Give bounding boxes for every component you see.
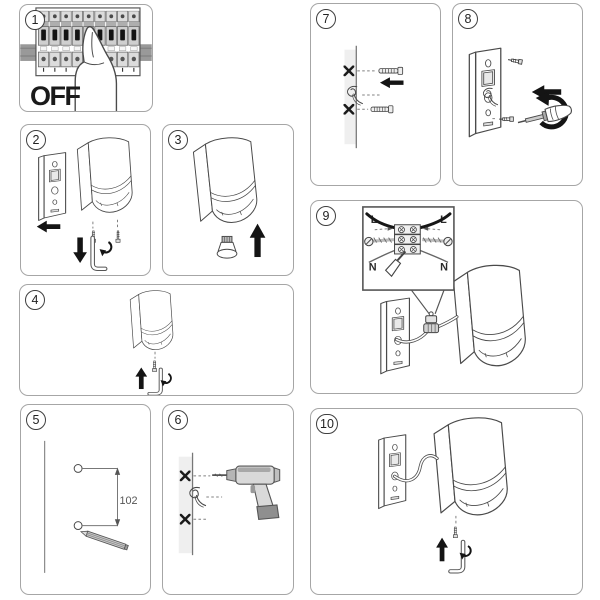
- fixture-icon: [129, 289, 175, 352]
- wall-anchor-icon: [378, 66, 404, 75]
- step-2-badge: 2: [26, 130, 46, 150]
- step-3-badge: 3: [168, 130, 188, 150]
- step-1-illustration: [20, 7, 152, 111]
- wall-plate-icon: [380, 297, 411, 375]
- callout-lines: [410, 289, 445, 315]
- step-9-panel: 9 L L: [310, 200, 583, 394]
- power-off-label: OFF: [30, 81, 81, 111]
- arrow-down-icon: [73, 237, 87, 264]
- step-9-badge: 9: [316, 206, 336, 226]
- wall-shading: [344, 49, 357, 145]
- neutral-wire: [420, 249, 449, 263]
- step-6-badge: 6: [168, 410, 188, 430]
- live-wire: [418, 212, 452, 230]
- earth-symbol-icon: [364, 236, 374, 247]
- wall-plate-icon: [378, 434, 407, 510]
- step-5-illustration: 102: [44, 440, 138, 573]
- step-10-badge: 10: [316, 414, 338, 434]
- step-4-panel: 4: [19, 284, 294, 396]
- neutral-label-right: N: [440, 261, 448, 273]
- fixture-icon: [76, 135, 134, 215]
- neutral-wire: [368, 249, 395, 263]
- step-7-illustration: [343, 45, 404, 149]
- earth-symbol-icon: [443, 236, 453, 247]
- fixture-icon: [432, 414, 510, 519]
- live-wire: [365, 212, 397, 230]
- step-1-panel: 1 OFF: [19, 4, 153, 112]
- step-7-panel: 7: [310, 3, 441, 186]
- pencil-icon: [79, 528, 129, 551]
- step-2-illustration: [36, 135, 134, 275]
- wall-plate-icon: [38, 152, 67, 221]
- dimension-lines: [82, 467, 118, 527]
- step-5-panel: 5 102: [20, 404, 151, 595]
- cable-connector: [423, 311, 440, 334]
- wall-plate-icon: [468, 47, 502, 138]
- fixture-icon: [451, 262, 529, 370]
- arrow-up-icon: [135, 367, 148, 390]
- step-8-panel: 8: [452, 3, 583, 186]
- step-10-panel: 10: [310, 408, 583, 595]
- hole-distance-label: 102: [119, 495, 137, 507]
- step-5-badge: 5: [26, 410, 46, 430]
- arrow-up-icon: [436, 537, 448, 562]
- rotation-arrow-icon: [98, 241, 113, 258]
- step-4-badge: 4: [25, 290, 45, 310]
- step-6-panel: 6: [162, 404, 294, 595]
- earth-wire: [422, 237, 442, 243]
- arrow-left-icon: [379, 77, 404, 89]
- step-9-illustration: L L N: [362, 206, 529, 375]
- screw-icon: [507, 56, 523, 65]
- earth-wire: [373, 237, 392, 243]
- step-4-illustration: [129, 289, 175, 395]
- top-hole-mark: [73, 464, 83, 473]
- step-10-illustration: [378, 414, 510, 594]
- gu10-bulb-icon: [216, 235, 238, 259]
- step-1-badge: 1: [25, 10, 45, 30]
- wiring-diagram-inset: L L N: [362, 206, 455, 291]
- step-8-badge: 8: [458, 9, 478, 29]
- step-8-illustration: [468, 47, 574, 138]
- terminal-block: [394, 224, 421, 255]
- drill-icon: [211, 465, 281, 521]
- bottom-hole-mark: [73, 521, 83, 531]
- screw-icon: [453, 526, 458, 538]
- neutral-label-left: N: [369, 261, 377, 273]
- screw-icon: [115, 230, 121, 243]
- hex-key-icon: [149, 369, 160, 393]
- step-6-illustration: [178, 452, 281, 556]
- screw-icon: [152, 360, 157, 372]
- arrow-up-icon: [249, 223, 266, 258]
- wall-anchor-icon: [370, 105, 394, 114]
- step-3-panel: 3: [162, 124, 294, 276]
- hand-pressing-breaker-icon: [74, 26, 118, 111]
- screwdriver-icon: [384, 250, 407, 278]
- step-7-badge: 7: [316, 9, 336, 29]
- arrow-left-icon: [36, 220, 61, 233]
- fixture-icon: [191, 135, 260, 227]
- step-2-panel: 2: [20, 124, 151, 276]
